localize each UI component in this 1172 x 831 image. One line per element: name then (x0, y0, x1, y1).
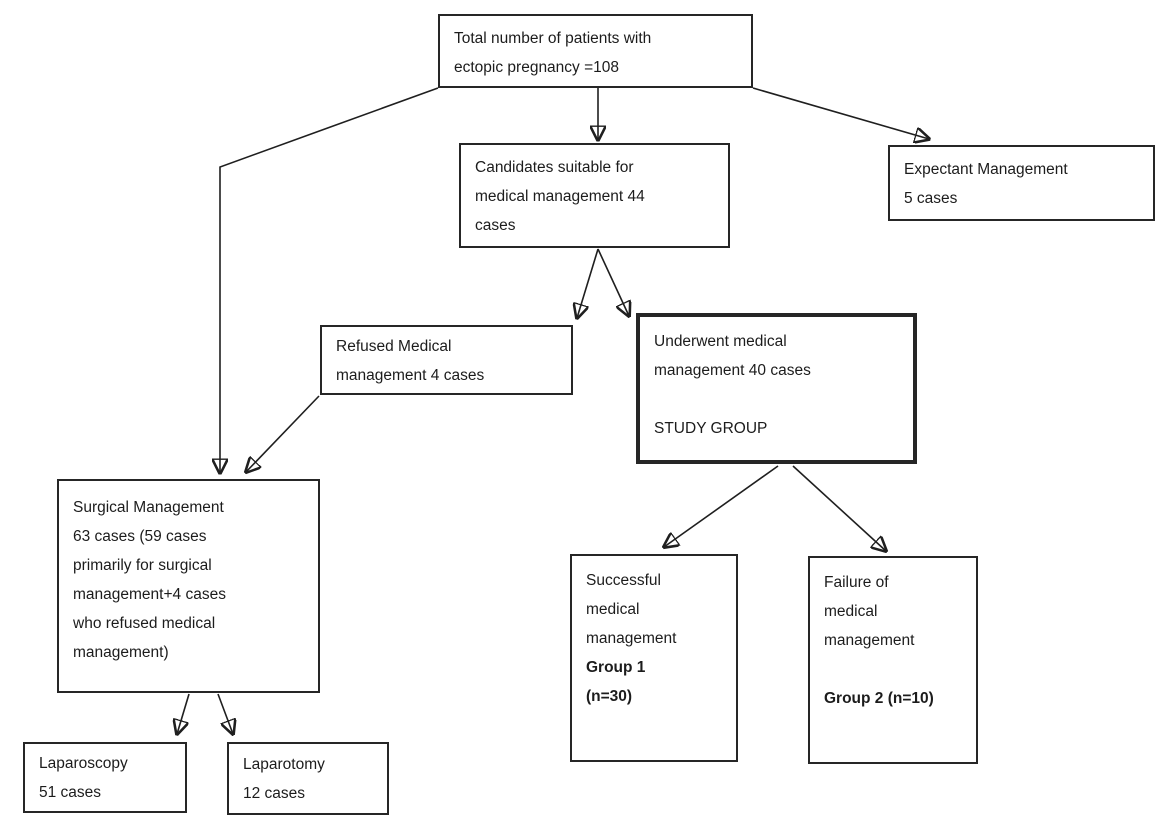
text-line: management+4 cases (73, 586, 226, 603)
text-line: STUDY GROUP (654, 420, 768, 437)
text-line: 63 cases (59 cases (73, 528, 207, 545)
text-line (654, 385, 899, 414)
text-line-group1-n: (n=30) (586, 688, 633, 705)
box-laparoscopy: Laparoscopy 51 cases (23, 742, 187, 813)
text-line: 5 cases (904, 190, 958, 207)
text-line: Underwent medical (654, 333, 787, 350)
text-line: ectopic pregnancy =108 (454, 59, 620, 76)
text-line: medical (824, 603, 878, 620)
text-line: management 40 cases (654, 362, 811, 379)
arrow-study-to-failure (792, 465, 886, 551)
text-line: management (586, 630, 677, 647)
text-line: primarily for surgical (73, 557, 212, 574)
box-expectant-management: Expectant Management 5 cases (888, 145, 1155, 221)
box-total-patients: Total number of patients with ectopic pr… (438, 14, 753, 88)
box-refused-medical: Refused Medical management 4 cases (320, 325, 573, 395)
text-line: Refused Medical (336, 338, 452, 355)
text-line: management 4 cases (336, 367, 485, 384)
arrow-study-to-success (664, 465, 779, 547)
text-line: Successful (586, 572, 661, 589)
box-successful-medical-group1: Successful medical management Group 1 (n… (570, 554, 738, 762)
box-candidates-medical: Candidates suitable for medical manageme… (459, 143, 730, 248)
text-line: who refused medical (73, 615, 216, 632)
text-line: management) (73, 644, 169, 661)
arrow-surgical-to-laparoscopy (177, 693, 190, 734)
text-line: 51 cases (39, 784, 102, 801)
text-line: Failure of (824, 574, 889, 591)
box-surgical-management: Surgical Management 63 cases (59 cases p… (57, 479, 320, 693)
text-line: Expectant Management (904, 161, 1068, 178)
arrow-surgical-to-laparotomy (217, 693, 233, 734)
box-laparotomy: Laparotomy 12 cases (227, 742, 389, 815)
box-failure-medical-group2: Failure of medical management Group 2 (n… (808, 556, 978, 764)
text-line-group2: Group 2 (n=10) (824, 690, 934, 707)
arrow-refused-to-surgical (246, 395, 320, 472)
text-line: Laparotomy (243, 756, 325, 773)
box-study-group: Underwent medical management 40 cases ST… (636, 313, 917, 464)
text-line: Laparoscopy (39, 755, 128, 772)
text-line: medical (586, 601, 640, 618)
text-line: management (824, 632, 915, 649)
arrow-total-to-expectant (752, 87, 929, 139)
text-line (824, 655, 962, 684)
text-line: Surgical Management (73, 499, 224, 516)
arrow-candidates-to-refused (577, 248, 599, 318)
text-line: medical management 44 (475, 188, 645, 205)
text-line-group1: Group 1 (586, 659, 646, 676)
arrow-candidates-to-study (597, 248, 629, 316)
arrow-total-to-surgical (220, 87, 439, 473)
text-line: 12 cases (243, 785, 306, 802)
text-line: cases (475, 217, 516, 234)
text-line: Total number of patients with (454, 30, 652, 47)
text-line: Candidates suitable for (475, 159, 634, 176)
